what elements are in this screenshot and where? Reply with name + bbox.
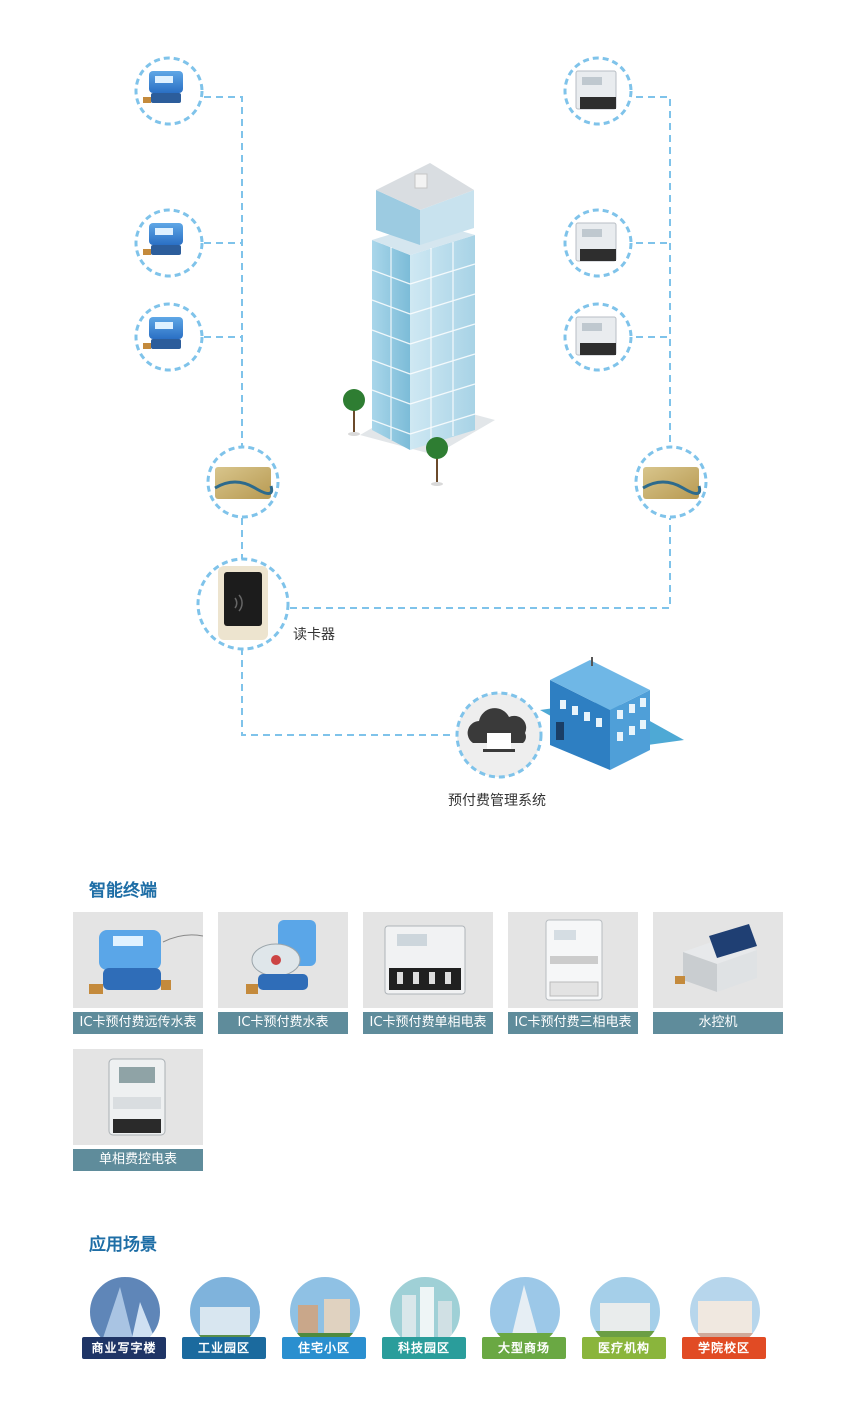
prepaid-system-diagram: 读卡器 预付费管理系统 (134, 56, 708, 809)
terminal-item-label: IC卡预付费单相电表 (363, 1012, 493, 1034)
terminal-item-label: 单相费控电表 (73, 1149, 203, 1171)
scene-label: 科技园区 (382, 1337, 466, 1359)
diagram-canvas (134, 56, 708, 779)
terminal-item-single-phase-meter[interactable]: IC卡预付费单相电表 (363, 912, 493, 1034)
scene-item-campus[interactable]: 学院校区 (682, 1274, 766, 1364)
scene-item-residential[interactable]: 住宅小区 (282, 1274, 366, 1364)
water-controller-image (653, 912, 783, 1008)
water-meter-node-3 (134, 302, 204, 372)
skyscraper-illustration (360, 163, 495, 455)
cost-control-meter-image (73, 1049, 203, 1145)
terminal-item-remote-water-meter[interactable]: IC卡预付费远传水表 (73, 912, 203, 1034)
tree-right (426, 437, 448, 486)
scene-label: 住宅小区 (282, 1337, 366, 1359)
terminal-item-water-controller[interactable]: 水控机 (653, 912, 783, 1034)
terminal-item-cost-control-meter[interactable]: 单相费控电表 (73, 1049, 203, 1171)
terminal-item-three-phase-meter[interactable]: IC卡预付费三相电表 (508, 912, 638, 1034)
card-reader-label: 读卡器 (293, 627, 335, 643)
office-building-illustration (540, 657, 684, 770)
terminal-item-prepaid-water-meter[interactable]: IC卡预付费水表 (218, 912, 348, 1034)
scene-label: 医疗机构 (582, 1337, 666, 1359)
prepaid-water-meter-image (218, 912, 348, 1008)
ic-card-node-right (634, 445, 708, 519)
scenes-section-title: 应用场景 (89, 1235, 157, 1255)
scene-label: 学院校区 (682, 1337, 766, 1359)
scene-item-shopping-mall[interactable]: 大型商场 (482, 1274, 566, 1364)
electric-meter-node-2 (563, 208, 633, 278)
terminal-item-label: IC卡预付费水表 (218, 1012, 348, 1034)
tree-left (343, 389, 365, 436)
scene-label: 工业园区 (182, 1337, 266, 1359)
terminals-section-title: 智能终端 (89, 881, 157, 901)
three-phase-meter-image (508, 912, 638, 1008)
single-phase-meter-image (363, 912, 493, 1008)
scene-item-tech-park[interactable]: 科技园区 (382, 1274, 466, 1364)
electric-meter-node-1 (563, 56, 633, 126)
cloud-system-node (455, 691, 543, 779)
terminal-item-label: IC卡预付费远传水表 (73, 1012, 203, 1034)
remote-water-meter-image (73, 912, 203, 1008)
terminal-item-label: 水控机 (653, 1012, 783, 1034)
terminal-item-label: IC卡预付费三相电表 (508, 1012, 638, 1034)
connection-lines (204, 96, 671, 736)
scene-item-office[interactable]: 商业写字楼 (82, 1274, 166, 1364)
ic-card-node-left (206, 445, 280, 519)
card-reader-node (196, 557, 290, 651)
scene-item-medical[interactable]: 医疗机构 (582, 1274, 666, 1364)
scene-label: 大型商场 (482, 1337, 566, 1359)
electric-meter-node-3 (563, 302, 633, 372)
scene-item-industrial-park[interactable]: 工业园区 (182, 1274, 266, 1364)
scene-label: 商业写字楼 (82, 1337, 166, 1359)
water-meter-node-2 (134, 208, 204, 278)
prepaid-system-label: 预付费管理系统 (448, 793, 546, 809)
water-meter-node-1 (134, 56, 204, 126)
